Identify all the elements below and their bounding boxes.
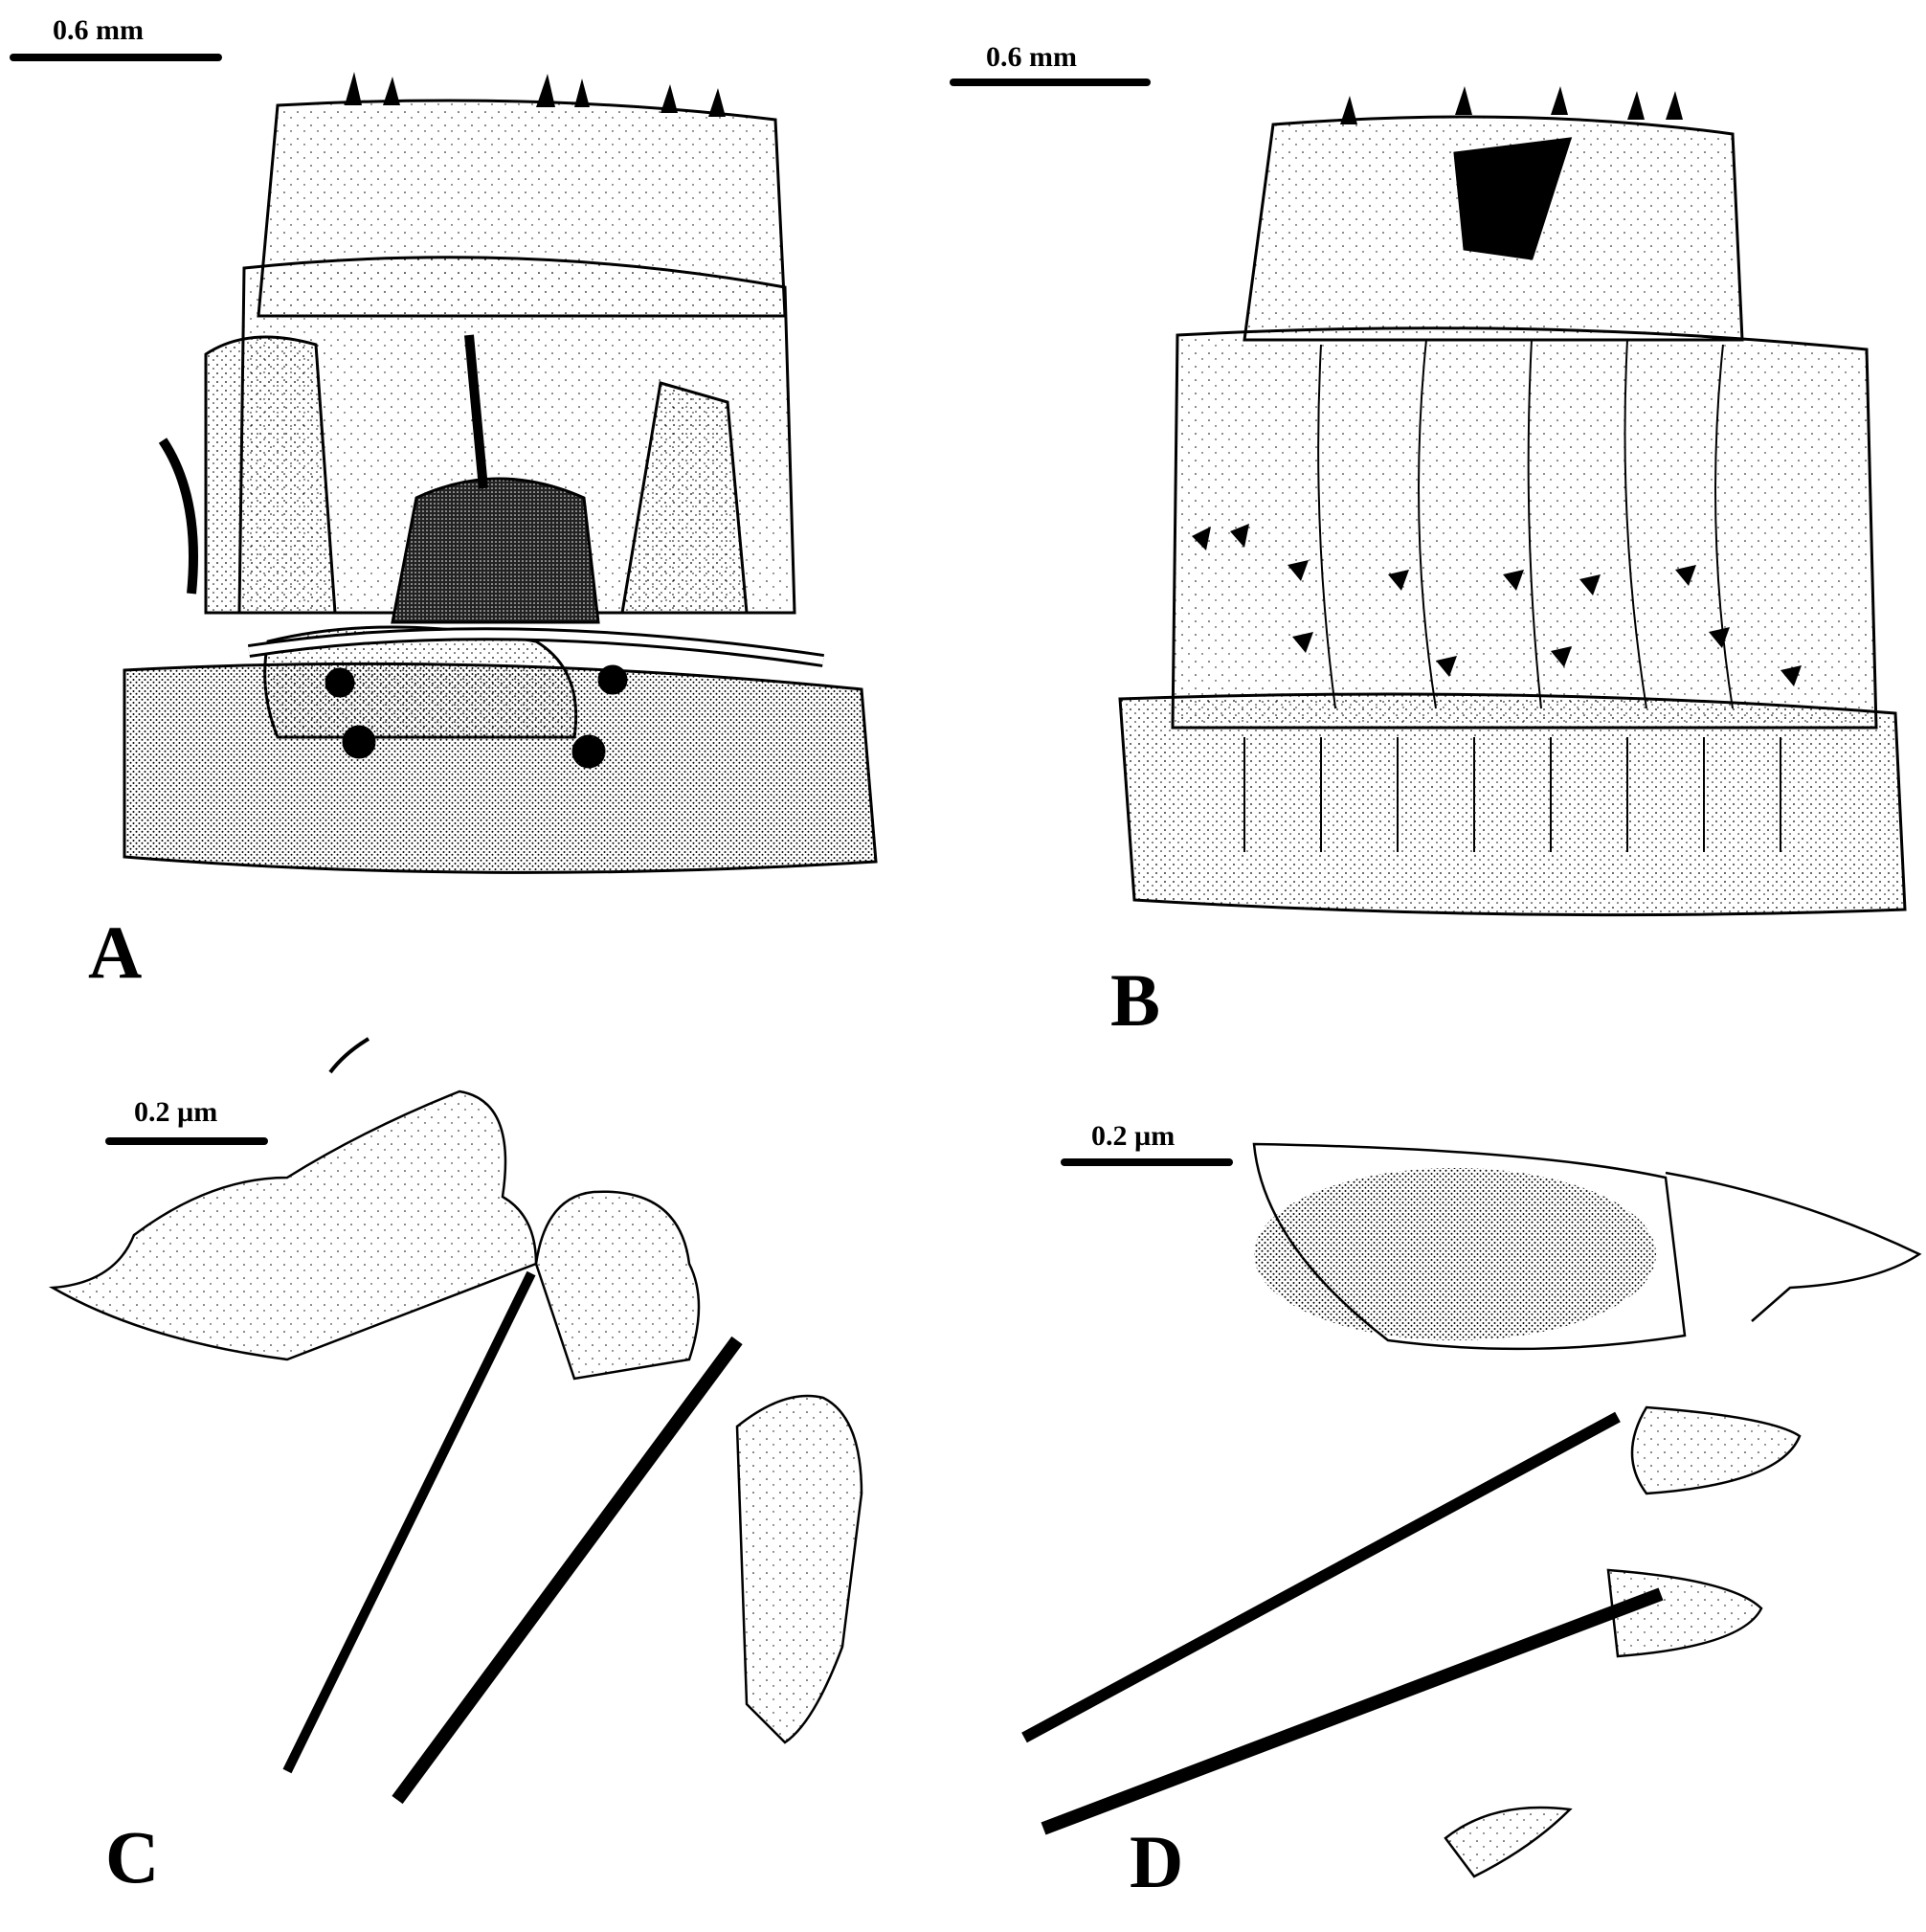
panel-a-drawing (123, 72, 878, 874)
panel-d-scale-label: 0.2 µm (1091, 1120, 1176, 1152)
panel-b-scale-label: 0.6 mm (986, 41, 1077, 73)
panel-a-letter: A (88, 910, 143, 994)
panel-b-scale-bar (950, 79, 1151, 86)
panel-d-letter: D (1130, 1820, 1184, 1903)
panel-d-scale-bar (1061, 1158, 1233, 1166)
panel-b-drawing (1118, 86, 1907, 917)
panel-a-scale-label: 0.6 mm (53, 14, 144, 46)
panel-b-letter: B (1110, 958, 1161, 1042)
panel-c-letter: C (105, 1815, 160, 1898)
panel-d-drawing (1021, 1142, 1922, 1878)
panel-a-scale-bar (10, 54, 222, 61)
panel-c-drawing (48, 1037, 863, 1805)
panel-c-scale-label: 0.2 µm (134, 1096, 218, 1128)
panel-c-scale-bar (105, 1137, 268, 1145)
